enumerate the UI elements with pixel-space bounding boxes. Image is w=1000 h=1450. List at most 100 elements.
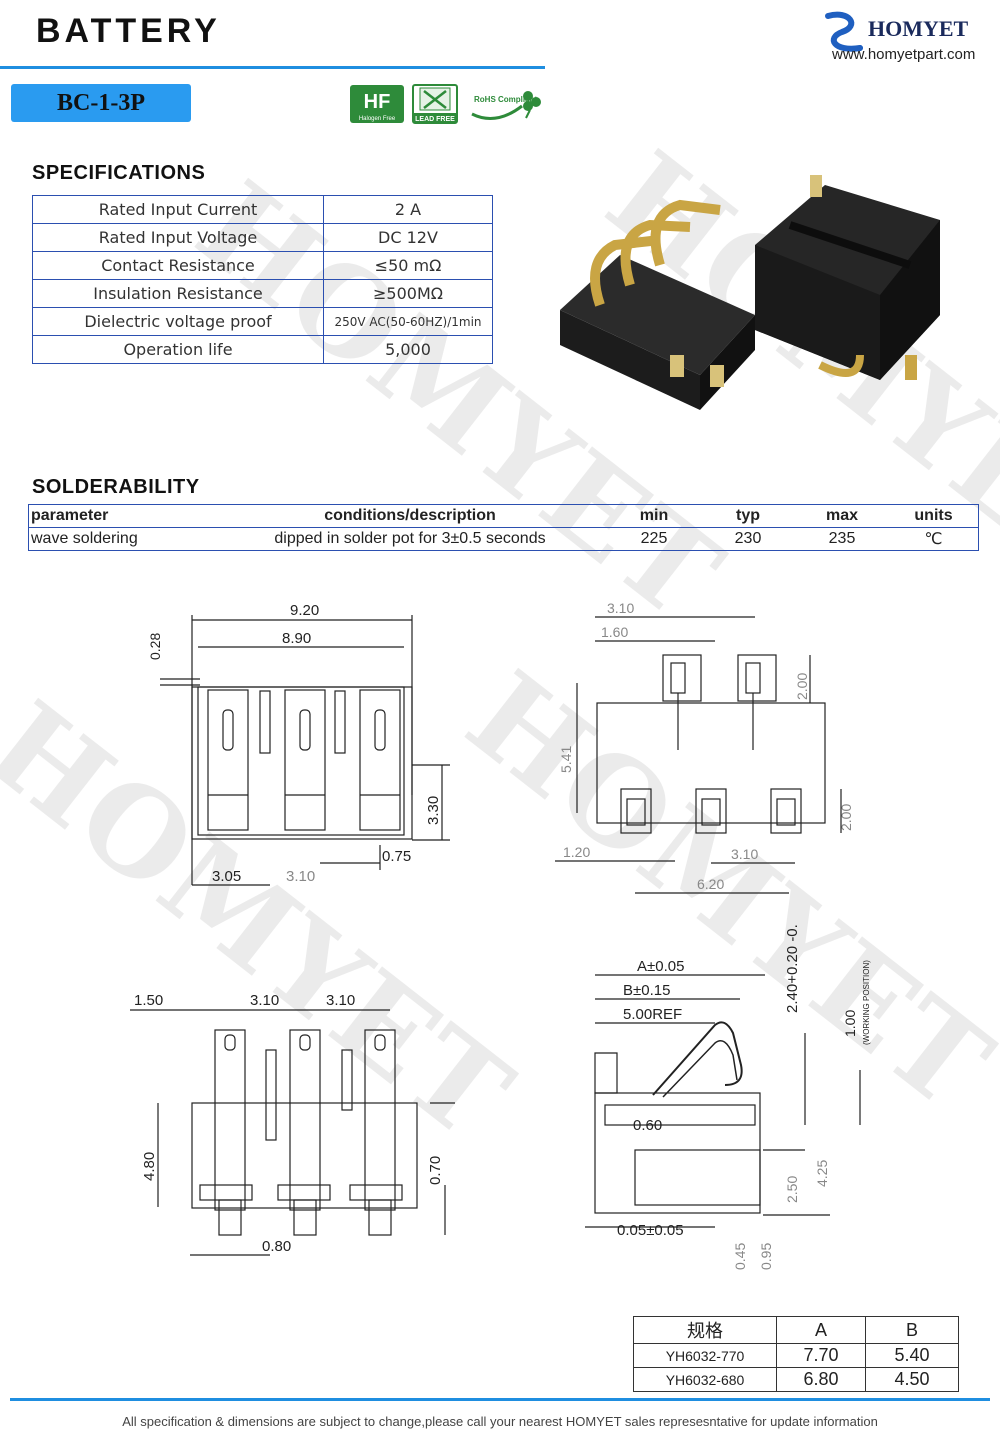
dim-label: 4.80 bbox=[141, 1152, 158, 1181]
col-header: 规格 bbox=[633, 1316, 777, 1344]
col-header: max bbox=[795, 504, 889, 528]
table-row: YH6032-680 6.80 4.50 bbox=[633, 1367, 959, 1392]
svg-text:HF: HF bbox=[364, 91, 391, 113]
website-link[interactable]: www.homyetpart.com bbox=[832, 46, 976, 63]
spec-key: Rated Input Current bbox=[32, 195, 324, 224]
dim-label: 3.10 bbox=[731, 846, 758, 862]
col-header: conditions/description bbox=[213, 504, 607, 528]
halogen-free-icon: HF Halogen Free bbox=[350, 85, 404, 123]
table-cell: 4.50 bbox=[865, 1367, 959, 1392]
table-row: Insulation Resistance≥500MΩ bbox=[32, 279, 493, 308]
drawing-bottom-view: 1.50 3.10 3.10 4.80 0.70 0.80 bbox=[130, 992, 455, 1256]
spec-key: Insulation Resistance bbox=[32, 279, 324, 308]
solderability-table: parameter conditions/description min typ… bbox=[28, 504, 979, 551]
spec-key: Contact Resistance bbox=[32, 251, 324, 280]
brand-logo-icon bbox=[825, 11, 863, 52]
col-header: min bbox=[607, 504, 701, 528]
dim-label: 2.50 bbox=[784, 1176, 800, 1203]
svg-text:RoHS Compliant: RoHS Compliant bbox=[474, 95, 537, 104]
dim-label: (WORKING POSITION) bbox=[862, 960, 871, 1045]
dim-label: 0.45 bbox=[732, 1243, 748, 1270]
model-badge: BC-1-3P bbox=[11, 84, 191, 122]
table-cell: 235 bbox=[795, 527, 889, 551]
dim-label: 3.10 bbox=[607, 600, 634, 616]
cert-rohs: RoHS Compliant bbox=[466, 84, 544, 124]
col-header: B bbox=[865, 1316, 959, 1344]
table-cell: 5.40 bbox=[865, 1343, 959, 1368]
dim-label: 1.60 bbox=[601, 624, 628, 640]
dim-label: 3.05 bbox=[212, 868, 241, 885]
dim-label: 4.25 bbox=[814, 1160, 830, 1187]
spec-key: Dielectric voltage proof bbox=[32, 307, 324, 336]
brand-name: HOMYET bbox=[868, 16, 969, 41]
spec-key: Operation life bbox=[32, 335, 324, 364]
dim-label: 0.75 bbox=[382, 848, 411, 865]
dim-label: 8.90 bbox=[282, 630, 311, 647]
spec-value: 2 A bbox=[323, 195, 493, 224]
table-cell: YH6032-680 bbox=[633, 1367, 777, 1392]
spec-value: ≤50 mΩ bbox=[323, 251, 493, 280]
dim-label: B±0.15 bbox=[623, 982, 670, 999]
dim-label: 6.20 bbox=[697, 876, 724, 892]
cert-lead-free: LEAD FREE bbox=[412, 84, 458, 124]
table-row: Contact Resistance≤50 mΩ bbox=[32, 251, 493, 280]
drawing-top-view: 9.20 8.90 0.28 3.05 3.10 3.30 0.75 bbox=[147, 602, 450, 886]
svg-text:Halogen Free: Halogen Free bbox=[359, 116, 396, 122]
table-cell: ℃ bbox=[889, 527, 979, 551]
col-header: typ bbox=[701, 504, 795, 528]
dim-label: 3.10 bbox=[250, 992, 279, 1009]
dim-label: 2.40+0.20 -0.00 bbox=[784, 925, 801, 1013]
dim-label: 2.00 bbox=[838, 804, 854, 831]
product-photo bbox=[560, 175, 940, 410]
cert-halogen-free: HF Halogen Free bbox=[349, 84, 405, 124]
spec-value: DC 12V bbox=[323, 223, 493, 252]
dim-label: 0.70 bbox=[427, 1156, 444, 1185]
table-cell: 225 bbox=[607, 527, 701, 551]
dim-label: 1.50 bbox=[134, 992, 163, 1009]
dim-label: 2.00 bbox=[794, 673, 810, 700]
dim-label: 0.28 bbox=[147, 633, 163, 660]
rohs-icon: RoHS Compliant bbox=[471, 91, 541, 120]
dim-label: 0.80 bbox=[262, 1238, 291, 1255]
table-row: wave soldering dipped in solder pot for … bbox=[28, 527, 979, 551]
spec-value: 5,000 bbox=[323, 335, 493, 364]
table-row: YH6032-770 7.70 5.40 bbox=[633, 1343, 959, 1368]
dim-label: 5.00REF bbox=[623, 1006, 682, 1023]
lead-free-icon: LEAD FREE bbox=[412, 84, 458, 124]
table-cell: wave soldering bbox=[28, 527, 213, 551]
dim-label: 3.30 bbox=[425, 796, 442, 825]
footer-note: All specification & dimensions are subje… bbox=[122, 1414, 878, 1429]
dim-label: 0.95 bbox=[758, 1243, 774, 1270]
dim-label: 5.41 bbox=[558, 746, 574, 773]
col-header: parameter bbox=[28, 504, 213, 528]
dim-label: 1.00 bbox=[842, 1010, 858, 1037]
page-title: BATTERY bbox=[36, 12, 221, 50]
table-cell: 6.80 bbox=[776, 1367, 866, 1392]
table-cell: YH6032-770 bbox=[633, 1343, 777, 1368]
table-cell: dipped in solder pot for 3±0.5 seconds bbox=[213, 527, 607, 551]
table-cell: 7.70 bbox=[776, 1343, 866, 1368]
specifications-heading: SPECIFICATIONS bbox=[32, 162, 206, 184]
dim-label: 0.05±0.05 bbox=[617, 1222, 684, 1239]
col-header: A bbox=[776, 1316, 866, 1344]
dim-label: 0.60 bbox=[633, 1117, 662, 1134]
svg-text:LEAD FREE: LEAD FREE bbox=[415, 116, 455, 123]
dim-label: 1.20 bbox=[563, 844, 590, 860]
header-divider bbox=[0, 66, 545, 69]
spec-value: ≥500MΩ bbox=[323, 279, 493, 308]
col-header: units bbox=[889, 504, 979, 528]
dim-label: 9.20 bbox=[290, 602, 319, 619]
drawing-side-view: A±0.05 B±0.15 5.00REF 2.40+0.20 -0.00 1.… bbox=[585, 925, 871, 1270]
drawing-footprint: 3.10 1.60 2.00 5.41 2.00 1.20 3.10 6.20 bbox=[555, 600, 854, 894]
dim-label: 3.10 bbox=[286, 868, 315, 885]
footer-divider bbox=[10, 1398, 990, 1401]
spec-key: Rated Input Voltage bbox=[32, 223, 324, 252]
dim-label: A±0.05 bbox=[637, 958, 684, 975]
model-table: 规格 A B YH6032-770 7.70 5.40 YH6032-680 6… bbox=[633, 1316, 959, 1392]
table-header-row: 规格 A B bbox=[633, 1316, 959, 1344]
dim-label: 3.10 bbox=[326, 992, 355, 1009]
